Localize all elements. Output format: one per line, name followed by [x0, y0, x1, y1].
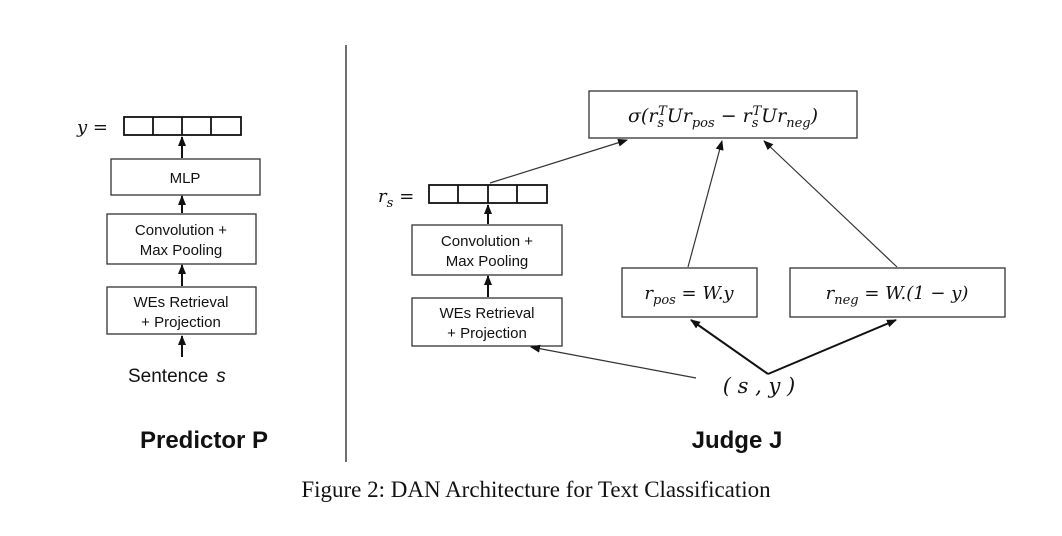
formula-subscript: s [752, 116, 759, 131]
formula-subscript: s [657, 116, 664, 131]
judge-rneg-formula: rneg = W.(1 − y) [826, 283, 969, 308]
predictor-output-label: y = [76, 117, 108, 138]
formula-superscript: T [658, 104, 668, 119]
formula-subscript: neg [786, 116, 810, 131]
rs-var: r [378, 186, 388, 207]
judge-rpos-box [621, 267, 758, 318]
arrow-input-to-wes [530, 344, 697, 379]
arrow-rneg-to-sigma [763, 140, 898, 268]
predictor-input-var: s [216, 366, 226, 387]
judge-input: ( s , y ) [723, 374, 795, 398]
judge-wes-line1: WEs Retrieval [439, 305, 534, 322]
predictor-wes-line1: WEs Retrieval [133, 294, 228, 311]
judge-conv-line1: Convolution + [441, 233, 533, 250]
judge-rs-label: rs = [378, 186, 414, 211]
formula-superscript: T [752, 104, 762, 119]
rneg-subscript: neg [834, 293, 858, 308]
judge-title: Judge J [692, 427, 783, 454]
rs-subscript: s [387, 196, 394, 211]
formula-part: σ(r [628, 105, 659, 127]
figure-caption: Figure 2: DAN Architecture for Text Clas… [301, 477, 771, 502]
rpos-var: r [644, 283, 654, 304]
formula-part: Ur [667, 105, 694, 127]
arrow-input-to-rpos [690, 319, 769, 375]
judge-panel: σ(rsTUrpos − rsTUrneg) rs= Convolution +… [378, 90, 1006, 454]
judge-rs-vector [428, 184, 548, 204]
formula-subscript: pos [692, 116, 715, 131]
arrow-rpos-to-sigma [687, 140, 724, 268]
rneg-var: r [826, 283, 836, 304]
judge-wes-box [411, 297, 563, 347]
judge-sigma-box [588, 90, 858, 139]
formula-part: ) [810, 105, 818, 127]
judge-conv-line2: Max Pooling [446, 253, 529, 270]
predictor-output-vector [123, 116, 242, 136]
predictor-mlp-label: MLP [170, 170, 201, 187]
predictor-wes-box [106, 286, 257, 335]
predictor-title: Predictor P [140, 427, 268, 454]
arrow-input-to-rneg [767, 319, 897, 375]
predictor-input: Sentence s [128, 366, 226, 387]
predictor-conv-line1: Convolution + [135, 222, 227, 239]
predictor-conv-line2: Max Pooling [140, 242, 223, 259]
rpos-subscript: pos [653, 293, 676, 308]
rpos-rest: = W.y [676, 283, 735, 304]
predictor-wes-line2: + Projection [141, 314, 221, 331]
formula-part: − r [715, 105, 754, 127]
judge-sigma-formula: σ(rsTUrpos − rsTUrneg) [628, 104, 818, 131]
judge-wes-line2: + Projection [447, 325, 527, 342]
rneg-rest: = W.(1 − y) [859, 283, 969, 304]
judge-rneg-box [789, 267, 1006, 318]
arrow-rs-to-sigma [489, 138, 628, 184]
formula-part: Ur [761, 105, 788, 127]
predictor-input-text: Sentence [128, 366, 208, 387]
judge-conv-box [411, 224, 563, 276]
predictor-panel: y = MLP Convolution + Max Pooling WEs Re… [76, 116, 268, 454]
rs-equals: = [399, 186, 414, 207]
judge-rpos-formula: rpos = W.y [644, 283, 734, 308]
